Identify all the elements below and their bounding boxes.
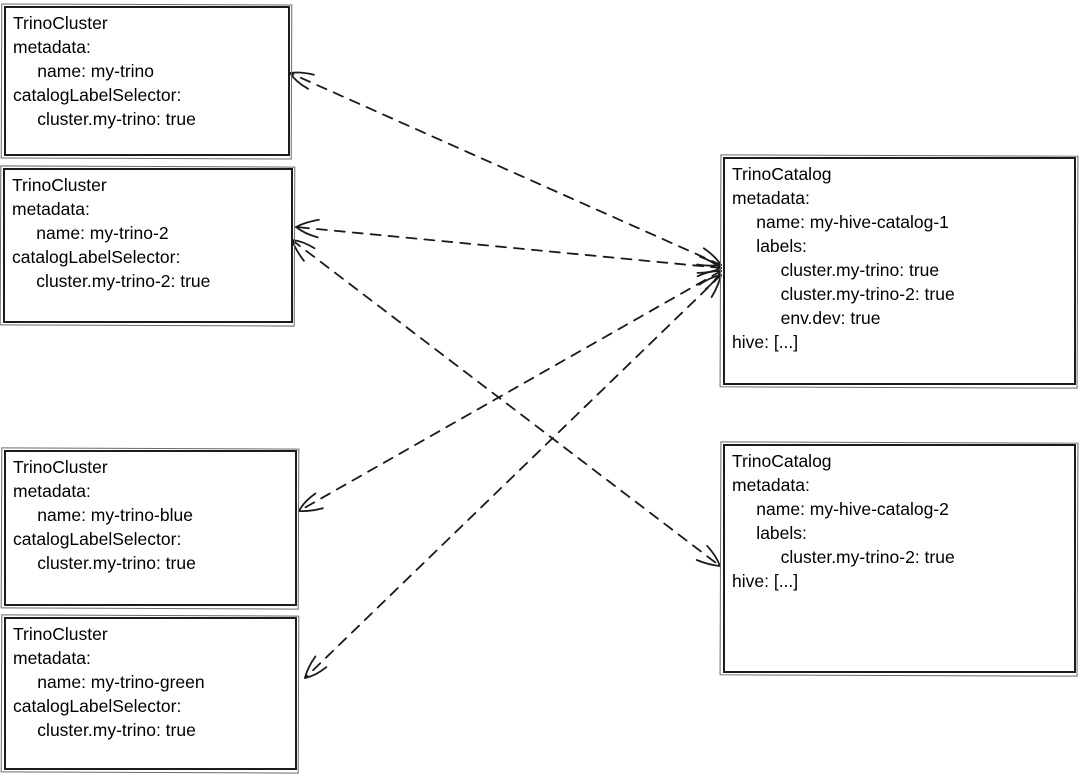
node-line: env.dev: true xyxy=(732,308,881,328)
node-line: TrinoCatalog xyxy=(732,451,832,471)
node-line: TrinoCluster xyxy=(13,13,108,33)
node-line: metadata: xyxy=(13,37,91,57)
node-line: cluster.my-trino: true xyxy=(13,553,196,573)
node-line: cluster.my-trino: true xyxy=(732,260,940,280)
node-line: labels: xyxy=(732,236,807,256)
node-line: name: my-trino-2 xyxy=(12,223,169,243)
node-line: catalogLabelSelector: xyxy=(13,529,182,549)
node-line: cluster.my-trino-2: true xyxy=(12,271,211,291)
node-trinocatalog-my-hive-catalog-1: TrinoCatalog metadata: name: my-hive-cat… xyxy=(723,157,1076,385)
node-line: name: my-trino xyxy=(13,61,155,81)
node-line: catalogLabelSelector: xyxy=(12,247,181,267)
node-line: cluster.my-trino-2: true xyxy=(732,547,955,567)
node-line: cluster.my-trino: true xyxy=(13,720,196,740)
node-line: name: my-trino-blue xyxy=(13,505,193,525)
node-line: catalogLabelSelector: xyxy=(13,696,182,716)
node-line: name: my-hive-catalog-1 xyxy=(732,212,949,232)
node-line: TrinoCluster xyxy=(12,175,107,195)
node-line: metadata: xyxy=(732,475,810,495)
node-line: name: my-hive-catalog-2 xyxy=(732,499,949,519)
node-trinocluster-my-trino: TrinoCluster metadata: name: my-trino ca… xyxy=(4,6,290,156)
node-line: cluster.my-trino: true xyxy=(13,109,196,129)
node-trinocluster-my-trino-2: TrinoCluster metadata: name: my-trino-2 … xyxy=(3,168,293,323)
node-line: metadata: xyxy=(12,199,90,219)
node-line: TrinoCatalog xyxy=(732,164,832,184)
node-line: catalogLabelSelector: xyxy=(13,85,182,105)
node-trinocluster-my-trino-blue: TrinoCluster metadata: name: my-trino-bl… xyxy=(4,450,297,606)
node-line: name: my-trino-green xyxy=(13,672,205,692)
node-line: hive: [...] xyxy=(732,332,799,352)
node-trinocatalog-my-hive-catalog-2: TrinoCatalog metadata: name: my-hive-cat… xyxy=(723,444,1076,673)
node-line: labels: xyxy=(732,523,807,543)
node-line: metadata: xyxy=(13,648,91,668)
node-line: TrinoCluster xyxy=(13,457,108,477)
node-line: metadata: xyxy=(13,481,91,501)
node-line: cluster.my-trino-2: true xyxy=(732,284,955,304)
node-trinocluster-my-trino-green: TrinoCluster metadata: name: my-trino-gr… xyxy=(4,617,297,770)
node-line: hive: [...] xyxy=(732,571,799,591)
node-line: metadata: xyxy=(732,188,810,208)
node-line: TrinoCluster xyxy=(13,624,108,644)
